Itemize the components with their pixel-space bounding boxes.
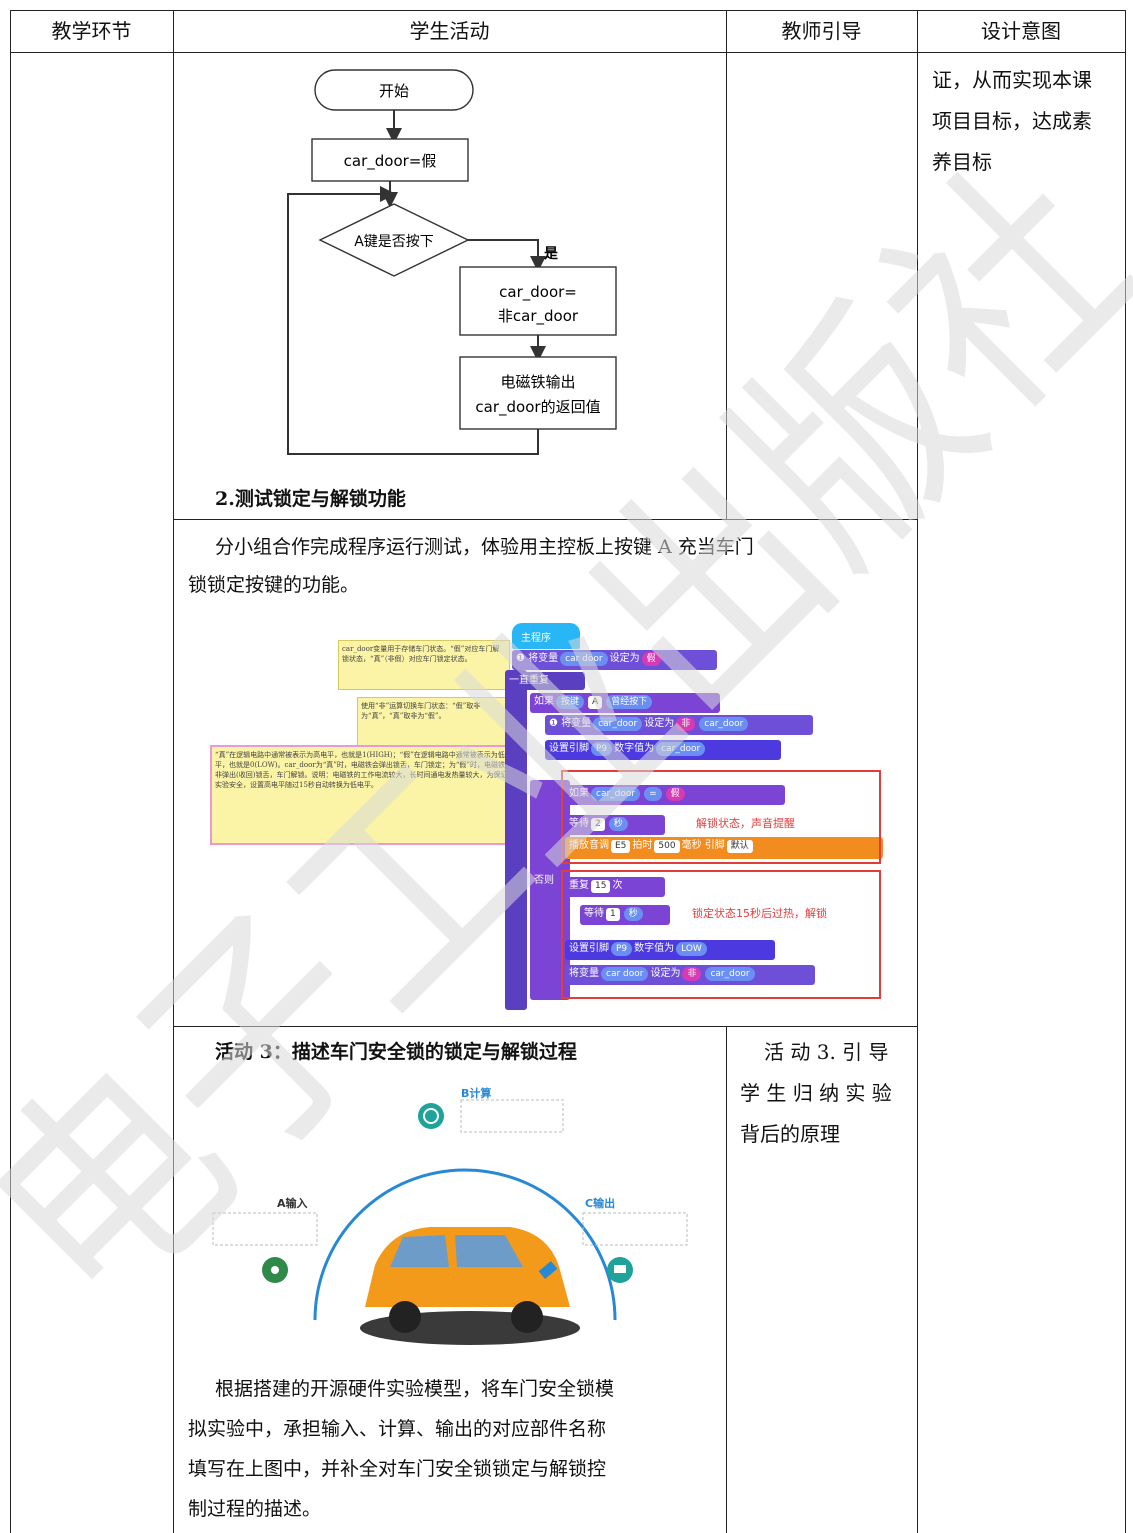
highlight-box-lock bbox=[561, 870, 881, 999]
row-divider-1 bbox=[173, 519, 917, 520]
section2-paragraph-line-2: 锁锁定按键的功能。 bbox=[188, 574, 360, 596]
flow-yes-label: 是 bbox=[544, 246, 559, 262]
label-b-compute: B计算 bbox=[461, 1086, 491, 1100]
comment-note-3: “真”在逻辑电路中通常被表示为高电平，也就是1(HIGH)；“假”在逻辑电路中通… bbox=[210, 745, 518, 845]
flow-output-node bbox=[459, 356, 617, 430]
car-system-diagram: B计算 A输入 C输出 bbox=[212, 1086, 688, 1345]
flow-start-text: 开始 bbox=[379, 82, 409, 100]
col-divider-2a bbox=[726, 10, 727, 520]
main-hat-block bbox=[512, 623, 580, 649]
block-forever: 一直重复 bbox=[505, 672, 585, 690]
label-lock: 锁定状态15秒后过热，解锁 bbox=[692, 907, 827, 920]
label-a-input: A输入 bbox=[277, 1196, 308, 1210]
block-if-else bbox=[530, 780, 570, 1000]
teacher-guidance-line-2: 学 生 归 纳 实 验 bbox=[740, 1081, 892, 1105]
header-student-activity: 学生活动 bbox=[409, 19, 490, 43]
label-c-output: C输出 bbox=[585, 1196, 615, 1210]
activity3-title: 活动 3：描述车门安全锁的锁定与解锁过程 bbox=[215, 1041, 577, 1063]
flow-toggle-text-1: car_door= bbox=[499, 283, 577, 302]
teacher-guidance-line-3: 背后的原理 bbox=[740, 1122, 840, 1146]
comment-note-1: car_door变量用于存储车门状态。“假”对应车门解锁状态，“真”（非假）对应… bbox=[338, 640, 510, 690]
flow-toggle-text-2: 非car_door bbox=[498, 307, 579, 326]
flow-toggle-node bbox=[459, 266, 617, 336]
design-intent-line-3: 养目标 bbox=[932, 150, 992, 174]
flow-output-text-1: 电磁铁输出 bbox=[500, 373, 575, 391]
header-design-intent: 设计意图 bbox=[981, 19, 1061, 43]
label-unlock: 解锁状态，声音提醒 bbox=[696, 817, 795, 830]
flow-decision-node bbox=[318, 203, 470, 277]
main-label: 主程序 bbox=[521, 633, 551, 644]
forever-frame bbox=[505, 670, 527, 1010]
flow-decision-text: A键是否按下 bbox=[354, 234, 434, 250]
design-intent-line-1: 证，从而实现本课 bbox=[932, 68, 1092, 92]
activity3-paragraph-line-1: 根据搭建的开源硬件实验模型，将车门安全锁模 bbox=[215, 1378, 615, 1400]
input-c-box bbox=[582, 1212, 688, 1246]
table-right-border bbox=[1125, 10, 1126, 1533]
header-teacher-guidance: 教师引导 bbox=[781, 19, 862, 43]
section2-title: 2.测试锁定与解锁功能 bbox=[215, 488, 406, 510]
col-divider-1 bbox=[173, 10, 174, 1533]
row-divider-2 bbox=[173, 1026, 917, 1027]
flow-output-text-2: car_door的返回值 bbox=[475, 398, 600, 417]
col-divider-2b bbox=[726, 1026, 727, 1533]
header-bottom-border bbox=[10, 52, 1125, 53]
design-intent-line-2: 项目目标，达成素 bbox=[932, 109, 1092, 133]
input-a-box bbox=[212, 1212, 318, 1246]
table-left-border bbox=[10, 10, 11, 1533]
plug-icon bbox=[538, 1261, 558, 1279]
activity3-paragraph-line-3: 填写在上图中，并补全对车门安全锁锁定与解锁控 bbox=[188, 1458, 607, 1480]
compute-icon bbox=[418, 1103, 444, 1129]
activity3-paragraph-line-2: 拟实验中，承担输入、计算、输出的对应部件名称 bbox=[188, 1418, 607, 1440]
input-b-box bbox=[460, 1099, 564, 1133]
flow-init-text: car_door=假 bbox=[344, 152, 437, 171]
activity3-paragraph-line-4: 制过程的描述。 bbox=[188, 1498, 322, 1520]
header-teaching-stage: 教学环节 bbox=[51, 19, 132, 43]
teacher-guidance-line-1: 活 动 3. 引 导 bbox=[764, 1040, 889, 1064]
table-top-border bbox=[10, 10, 1125, 11]
comment-note-2: 使用“非”运算切换车门状态：“假”取非为“真”，“真”取非为“假”。 bbox=[357, 697, 507, 747]
flowchart: 开始 car_door=假 A键是否按下 是 car_door= 非car_do… bbox=[287, 69, 617, 455]
section2-paragraph-line-1: 分小组合作完成程序运行测试，体验用主控板上按键 A 充当车门 bbox=[215, 536, 754, 558]
highlight-box-unlock bbox=[561, 770, 881, 864]
flow-init-node bbox=[311, 138, 469, 182]
block-program: car_door变量用于存储车门状态。“假”对应车门解锁状态，“真”（非假）对应… bbox=[205, 615, 895, 1015]
col-divider-3 bbox=[917, 10, 918, 1533]
block-else: 否则 bbox=[534, 875, 554, 886]
